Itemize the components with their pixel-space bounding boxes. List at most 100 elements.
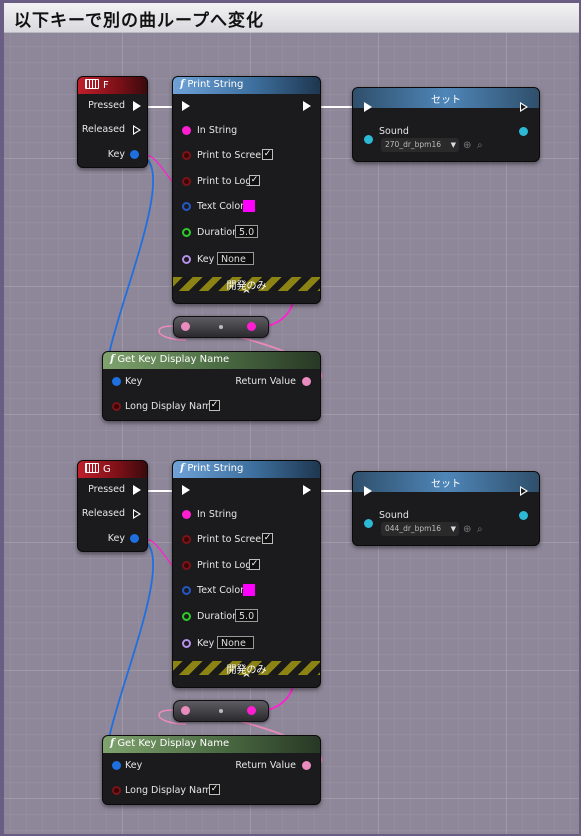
- sound-row: Sound: [353, 508, 539, 528]
- sound-pin[interactable]: [364, 519, 373, 528]
- key-pin[interactable]: [130, 150, 139, 159]
- key-wire: [106, 538, 155, 767]
- exec-out-pin[interactable]: [303, 485, 311, 495]
- in-string-pin[interactable]: [182, 510, 191, 519]
- duration-input[interactable]: 5.0: [235, 609, 259, 622]
- function-icon: f: [180, 79, 185, 90]
- pin-label: Released: [81, 124, 125, 135]
- chevron-down-icon: ▼: [450, 141, 456, 149]
- comment-title: 以下キーで別の曲ループへ変化: [14, 11, 264, 31]
- node-header: F: [78, 77, 147, 94]
- pin-label: Key: [125, 760, 143, 771]
- keyboard-icon: [85, 79, 99, 89]
- bool-pin[interactable]: [182, 151, 191, 160]
- reroute-out-pin[interactable]: [247, 322, 256, 331]
- function-icon: f: [180, 463, 185, 474]
- pin-label: Sound: [379, 126, 409, 137]
- key-pin[interactable]: [112, 377, 121, 386]
- exec-out-pin[interactable]: [520, 102, 528, 112]
- exec-out-pin[interactable]: [303, 101, 311, 111]
- comment-header[interactable]: 以下キーで別の曲ループへ変化: [4, 3, 579, 33]
- bool-pin[interactable]: [182, 535, 191, 544]
- color-pin[interactable]: [182, 586, 191, 595]
- reroute-in-pin[interactable]: [181, 322, 190, 331]
- arrow-left-icon[interactable]: ⊕: [463, 140, 472, 151]
- reroute-in-pin[interactable]: [181, 706, 190, 715]
- set-sound-node[interactable]: セット Sound 270_dr_bpm16▼ ⊕ ⌕: [352, 87, 540, 162]
- name-pin[interactable]: [182, 255, 191, 264]
- print-to-screen-checkbox[interactable]: ✓: [262, 149, 273, 160]
- sound-out-pin[interactable]: [519, 511, 528, 520]
- sound-out-pin[interactable]: [519, 127, 528, 136]
- float-pin[interactable]: [182, 612, 191, 621]
- key-name-row: Key None: [173, 636, 320, 654]
- color-pin[interactable]: [182, 202, 191, 211]
- reroute-node[interactable]: [173, 700, 269, 722]
- development-only-label: 開発のみ: [226, 281, 267, 292]
- search-icon[interactable]: ⌕: [477, 524, 483, 535]
- sound-pin[interactable]: [364, 135, 373, 144]
- search-icon[interactable]: ⌕: [477, 140, 483, 151]
- key-input[interactable]: None: [217, 252, 254, 265]
- exec-pin[interactable]: [133, 125, 141, 135]
- text-color-swatch[interactable]: [243, 584, 255, 596]
- name-pin[interactable]: [182, 639, 191, 648]
- in-string-row: In String: [173, 123, 320, 141]
- chevron-down-icon: ▼: [450, 525, 456, 533]
- bool-pin[interactable]: [112, 786, 121, 795]
- sound-asset-dropdown[interactable]: 270_dr_bpm16 ▼: [381, 138, 459, 152]
- key-pin[interactable]: [112, 761, 121, 770]
- pin-label: Long Display Name: [125, 401, 218, 412]
- reroute-out-pin[interactable]: [247, 706, 256, 715]
- exec-row: [173, 482, 320, 500]
- node-title: Print String: [187, 463, 244, 474]
- exec-in-pin[interactable]: [364, 102, 372, 112]
- reroute-node[interactable]: [173, 316, 269, 338]
- sound-asset-dropdown[interactable]: 044_dr_bpm16▼: [381, 522, 459, 536]
- released-row: Released: [78, 506, 147, 524]
- exec-in-pin[interactable]: [182, 485, 190, 495]
- bool-pin[interactable]: [182, 177, 191, 186]
- sound-value: 270_dr_bpm16: [385, 140, 442, 149]
- exec-in-pin[interactable]: [364, 486, 372, 496]
- return-value-pin[interactable]: [302, 377, 311, 386]
- key-pin[interactable]: [130, 534, 139, 543]
- print-to-log-checkbox[interactable]: ✓: [249, 559, 260, 570]
- bool-pin[interactable]: [112, 402, 121, 411]
- sound-value-row: 044_dr_bpm16▼ ⊕ ⌕: [353, 522, 539, 540]
- pin-label: Duration: [197, 611, 239, 622]
- print-to-log-checkbox[interactable]: ✓: [249, 175, 260, 186]
- long-display-name-checkbox[interactable]: ✓: [209, 400, 220, 411]
- in-string-pin[interactable]: [182, 126, 191, 135]
- set-sound-node[interactable]: セット Sound 044_dr_bpm16▼ ⊕ ⌕: [352, 471, 540, 546]
- print-to-screen-checkbox[interactable]: ✓: [262, 533, 273, 544]
- key-input[interactable]: None: [217, 636, 254, 649]
- long-display-name-checkbox[interactable]: ✓: [209, 784, 220, 795]
- float-pin[interactable]: [182, 228, 191, 237]
- text-color-swatch[interactable]: [243, 200, 255, 212]
- pin-label: Key: [197, 254, 215, 265]
- arrow-left-icon[interactable]: ⊕: [463, 524, 472, 535]
- chevron-up-icon[interactable]: ^: [242, 289, 251, 300]
- exec-in-pin[interactable]: [182, 101, 190, 111]
- bool-pin[interactable]: [182, 561, 191, 570]
- exec-pin[interactable]: [133, 485, 141, 495]
- exec-pin[interactable]: [133, 509, 141, 519]
- return-value-pin[interactable]: [302, 761, 311, 770]
- duration-row: Duration 5.0: [173, 609, 320, 627]
- exec-out-pin[interactable]: [520, 486, 528, 496]
- exec-pin[interactable]: [133, 101, 141, 111]
- key-row: Key: [78, 147, 147, 165]
- pin-label: Sound: [379, 510, 409, 521]
- duration-input[interactable]: 5.0: [235, 225, 259, 238]
- key-event-node[interactable]: F Pressed Released Key: [77, 76, 148, 168]
- key-event-node[interactable]: G Pressed Released Key: [77, 460, 148, 552]
- node-title: G: [103, 464, 111, 475]
- chevron-up-icon[interactable]: ^: [242, 673, 251, 684]
- pin-label: Long Display Name: [125, 785, 218, 796]
